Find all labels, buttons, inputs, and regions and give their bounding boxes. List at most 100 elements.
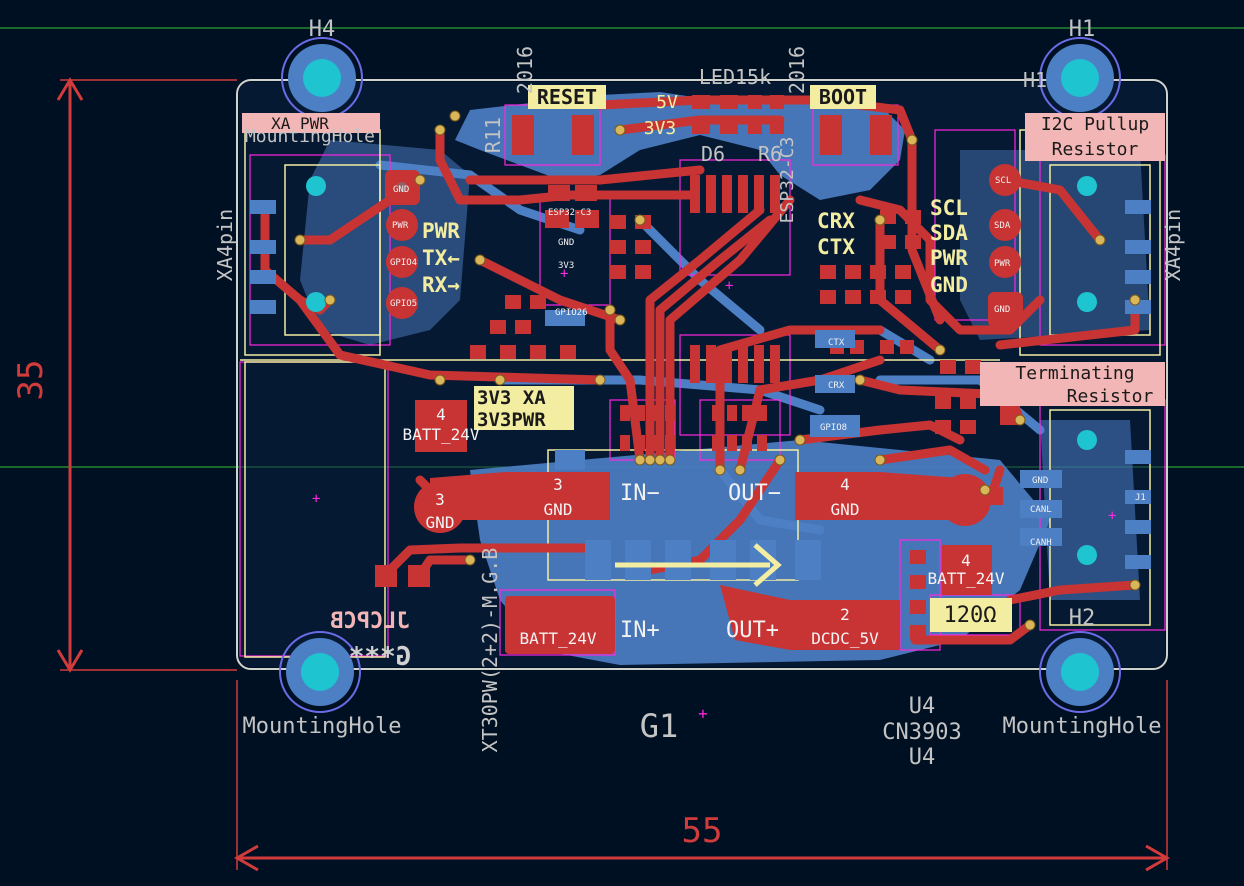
- flow-arrow: [615, 543, 782, 587]
- svg-text:GPIO26: GPIO26: [555, 308, 588, 318]
- ref-r11: R11: [481, 117, 505, 153]
- i2c-pwr-label: PWR: [930, 246, 968, 270]
- ref-d6: D6: [701, 142, 725, 166]
- i2c-pullup-note: I2C Pullup: [1041, 114, 1149, 135]
- svg-text:GND: GND: [994, 305, 1010, 315]
- pad-2-number: 2: [840, 605, 850, 624]
- led15k-label: LED15k: [699, 65, 771, 89]
- connector-j1-tag: J1: [1135, 493, 1146, 503]
- can-crx-label: CRX: [817, 209, 855, 233]
- pad-gnd-small-name: GND: [426, 513, 455, 532]
- svg-text:3V3: 3V3: [558, 261, 574, 271]
- i2c-resistor-note: Resistor: [1052, 139, 1139, 160]
- led-5v-label: 5V: [656, 92, 678, 113]
- svg-text:+: +: [725, 278, 733, 294]
- g1-ref: G1: [640, 707, 679, 745]
- g1-anchor-marker: +: [698, 704, 708, 723]
- dcdc-out-plus-label: OUT+: [726, 618, 779, 643]
- terminating-note: Terminating: [1015, 363, 1134, 384]
- xa-3v3-label: 3V3 XA: [477, 387, 546, 409]
- u4-ref-bottom: U4: [909, 745, 936, 770]
- rpwr-3v3-label: 3V3PWR: [477, 409, 546, 431]
- dcdc-out-minus-label: OUT−: [728, 481, 781, 506]
- dimension-lines: [56, 77, 1171, 872]
- footprint-anchors: + + + +: [312, 266, 1116, 524]
- silk-label-bgs: [474, 85, 1012, 632]
- termination-120-ohm-label: 120Ω: [944, 603, 997, 628]
- led-3v3-label: 3V3: [644, 118, 677, 139]
- xa-pwr-note: XA PWR: [271, 114, 329, 133]
- svg-text:+: +: [1108, 508, 1116, 524]
- esp32-chip-label: ESP32-C3: [548, 208, 591, 218]
- i2c-sda-label: SDA: [930, 221, 968, 245]
- svg-text:GPIO4: GPIO4: [390, 258, 417, 268]
- pad-3-gnd-name: GND: [544, 500, 573, 519]
- boot-button-label: BOOT: [819, 85, 867, 109]
- u4-value: CN3903: [882, 720, 961, 745]
- can-ctx-label: CTX: [817, 235, 855, 259]
- pad-3-number: 3: [553, 475, 563, 494]
- dcdc-in-minus-label: IN−: [620, 481, 660, 506]
- svg-text:GND: GND: [393, 185, 409, 195]
- svg-text:GPIO8: GPIO8: [820, 423, 847, 433]
- pad-4-number: 4: [840, 475, 850, 494]
- connector-holes: [306, 176, 1097, 565]
- pad-4-right-small-number: 4: [961, 551, 971, 570]
- pad-batt-24v-right: BATT_24V: [927, 569, 1004, 588]
- uart-tx-label: TX←: [422, 246, 460, 270]
- svg-text:PWR: PWR: [994, 259, 1011, 269]
- pad-batt-24v-name: BATT_24V: [519, 629, 596, 648]
- mounting-hole-tl: [281, 37, 363, 119]
- mounting-hole-br: [1039, 631, 1121, 713]
- uart-pwr-label: PWR: [422, 219, 460, 243]
- svg-text:CANH: CANH: [1030, 538, 1052, 548]
- xa4pin-left-label: XA4pin: [213, 209, 237, 281]
- vias: [294, 110, 1141, 631]
- front-copper-pads: [415, 400, 992, 654]
- u4-ref-top: U4: [909, 694, 936, 719]
- smd-pads: [375, 95, 1020, 639]
- ref-r6: R6: [758, 142, 782, 166]
- i2c-gnd-label: GND: [930, 273, 968, 297]
- dimension-width-label: 55: [682, 811, 723, 851]
- esp32-module-label: ESP32-C3: [777, 137, 798, 224]
- order-number-placeholder: G***: [349, 642, 412, 672]
- pad-batt-24v-top: BATT_24V: [402, 425, 479, 444]
- svg-text:GPIO5: GPIO5: [390, 299, 417, 309]
- pad-3-gnd-small-number: 3: [435, 490, 445, 509]
- svg-text:SDA: SDA: [994, 221, 1011, 231]
- silk-note-bgs: [242, 113, 1165, 406]
- dcdc-in-plus-label: IN+: [620, 618, 660, 643]
- svg-text:GND: GND: [1032, 476, 1048, 486]
- hole-ref-h4: H4: [309, 17, 336, 42]
- svg-text:CANL: CANL: [1030, 505, 1052, 515]
- hole-ref-h1-alt: H1: [1023, 68, 1047, 92]
- uart-rx-label: RX→: [422, 273, 460, 297]
- pin-names: GND PWR GPIO4 GPIO5 SCL SDA PWR GND GPIO…: [390, 176, 1052, 548]
- xa4pin-right-label: XA4pin: [1161, 209, 1185, 281]
- terminating-resistor-note: Resistor: [1067, 386, 1154, 407]
- mounting-hole-value-right: MountingHole: [1003, 714, 1162, 739]
- svg-text:+: +: [312, 491, 320, 507]
- silk-2016-left: 2016: [513, 46, 537, 94]
- svg-text:GND: GND: [558, 238, 574, 248]
- through-hole-pads: [385, 164, 1023, 533]
- silk-2016-right: 2016: [785, 46, 809, 94]
- hole-ref-h1: H1: [1069, 17, 1096, 42]
- svg-text:+: +: [560, 266, 568, 282]
- hole-ref-h2: H2: [1069, 606, 1096, 631]
- pad-4-gnd-name: GND: [831, 500, 860, 519]
- mounting-hole-value-tl: MountingHole: [245, 126, 375, 147]
- xt30-connector-label: XT30PW(2+2)-M.G.B: [478, 548, 502, 753]
- mounting-hole-value-left: MountingHole: [243, 714, 402, 739]
- pad-4-topleft-number: 4: [436, 405, 446, 424]
- pad-2-dcdc-name: DCDC_5V: [811, 629, 879, 648]
- mounting-hole-tr: [1039, 37, 1121, 119]
- reset-button-label: RESET: [537, 85, 597, 109]
- i2c-scl-label: SCL: [930, 196, 968, 220]
- svg-text:SCL: SCL: [995, 176, 1011, 186]
- mounting-hole-bl: [279, 631, 361, 713]
- svg-text:CRX: CRX: [828, 381, 845, 391]
- board-outline: [236, 79, 1168, 670]
